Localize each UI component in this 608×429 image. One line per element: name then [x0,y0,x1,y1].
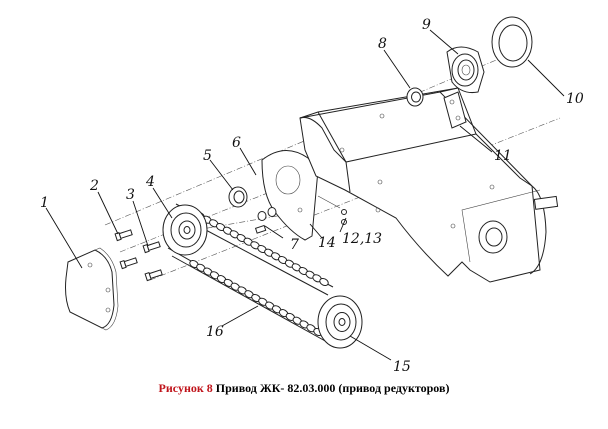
part-15-sprocket [317,295,363,349]
figure-caption: Рисунок 8 Привод ЖК- 82.03.000 (привод р… [0,381,608,396]
label-part-2: 2 [89,178,99,194]
part-4-sprocket [162,204,208,256]
label-part-11: 11 [494,148,512,164]
label-part-9: 9 [422,17,431,33]
label-part-3: 3 [126,187,135,203]
label-part-6: 6 [232,135,241,151]
figure-title: Привод ЖК- 82.03.000 (привод редукторов) [215,381,450,395]
label-part-15: 15 [393,359,411,375]
chain-link [319,277,329,287]
part-1-cover [65,247,119,331]
label-part-1: 1 [40,195,49,211]
housing [299,87,559,283]
part-11-bracket [443,91,467,129]
label-part-7: 7 [290,237,299,253]
part-5-bearing [228,186,248,208]
label-part-10: 10 [566,91,584,107]
part-16-chain [167,203,334,343]
label-part-4: 4 [145,174,155,190]
part-8-seal [406,87,424,107]
label-part-16: 16 [206,324,224,340]
part-2-3-bolts [114,229,163,282]
label-part-14: 14 [318,235,336,251]
label-part-8: 8 [378,36,387,52]
part-9-flange [446,46,485,93]
leader-lines [45,29,565,361]
part-labels: 1 2 3 4 5 6 7 8 9 10 11 12,13 14 15 16 [40,17,584,375]
part-6-plate [261,150,319,241]
figure-label: Рисунок 8 [158,381,213,395]
part-7-spacers [254,207,277,234]
part-10-gasket [491,16,533,68]
label-part-12-13: 12,13 [342,231,382,247]
part-12-13-fasteners [317,195,347,225]
label-part-5: 5 [203,148,212,164]
